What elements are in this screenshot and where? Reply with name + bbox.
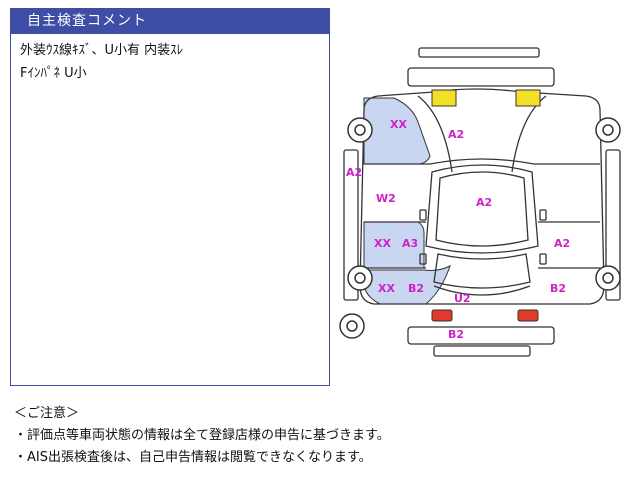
mark-front-door-left: W2 (376, 192, 396, 205)
hood-right-edge (511, 95, 547, 173)
roof-inner (435, 171, 529, 247)
door-handle (419, 209, 427, 221)
trunk-outline (433, 253, 531, 289)
mark-rear-bumper: B2 (448, 328, 464, 341)
note-line-1: ・評価点等車両状態の情報は全て登録店様の申告に基づきます。 (14, 428, 390, 443)
damage-highlight-regions (363, 97, 451, 305)
mark-rear-door-right: A2 (554, 237, 570, 250)
comment-line-1: 外装ｳｽ線ｷｽﾞ、U小有 内装ｽﾚ (20, 43, 184, 58)
panel-title: 自主検査コメント (11, 9, 329, 34)
right-side-sill (605, 149, 621, 301)
car-damage-diagram: XX A2 A2 W2 A2 XX A3 A2 XX B2 B2 U2 B2 (334, 46, 630, 362)
mark-roof: A2 (476, 196, 492, 209)
windshield-edge (429, 158, 535, 165)
mark-trunk: U2 (454, 292, 471, 305)
notes-section: ＜ご注意＞ ・評価点等車両状態の情報は全て登録店様の申告に基づきます。 ・AIS… (14, 403, 390, 469)
rear-deck-line (433, 285, 531, 296)
rear-left-light (431, 309, 453, 322)
roof-outline (425, 164, 539, 254)
front-bumper (407, 67, 555, 87)
front-bumper-top (418, 47, 540, 58)
wheel-hub (354, 272, 366, 284)
door-handle (539, 253, 547, 265)
rear-bumper-bottom (433, 345, 531, 357)
door-handle (539, 209, 547, 221)
left-side-sill (343, 149, 359, 301)
inspection-comment-panel: 自主検査コメント 外装ｳｽ線ｷｽﾞ、U小有 内装ｽﾚ Fｲﾝﾊﾟﾈ U小 (10, 8, 330, 386)
rear-right-light (517, 309, 539, 322)
car-body-outline (359, 88, 605, 305)
mark-rear-door-left-b: A3 (402, 237, 418, 250)
mark-rear-fender-left-a: XX (378, 282, 395, 295)
mark-hood: A2 (448, 128, 464, 141)
notes-title: ＜ご注意＞ (14, 406, 80, 421)
note-line-2: ・AIS出張検査後は、自己申告情報は閲覧できなくなります。 (14, 450, 372, 465)
front-left-light (431, 89, 457, 107)
mark-rear-door-left-a: XX (374, 237, 391, 250)
mark-roof-front-left: XX (390, 118, 407, 131)
mark-front-fender-left: A2 (346, 166, 362, 179)
rear-bumper (407, 326, 555, 345)
wheel-hub (602, 124, 614, 136)
mark-rear-fender-right: B2 (550, 282, 566, 295)
front-right-light (515, 89, 541, 107)
door-handle (419, 253, 427, 265)
wheel-hub (346, 320, 358, 332)
mark-rear-fender-left-b: B2 (408, 282, 424, 295)
wheel-hub (354, 124, 366, 136)
wheel-hub (602, 272, 614, 284)
comment-line-2: Fｲﾝﾊﾟﾈ U小 (20, 66, 87, 81)
